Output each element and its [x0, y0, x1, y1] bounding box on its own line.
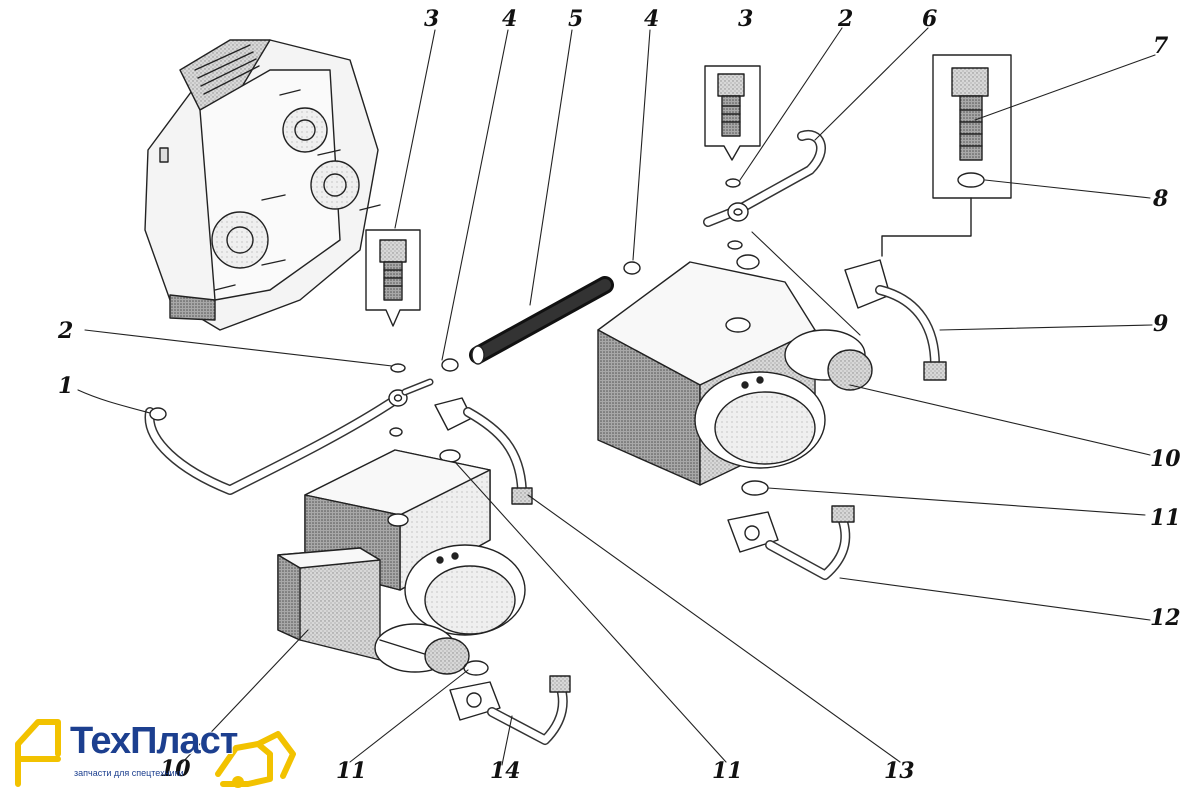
- clamp-right: [623, 261, 641, 275]
- callout-2-right: 2: [838, 6, 854, 32]
- logo-title: ТехПласт: [70, 720, 238, 762]
- pipe-12: [727, 505, 855, 580]
- callout-11-middle: 11: [712, 758, 743, 784]
- techplast-logo: ТехПласт запчасти для спецтехники: [8, 714, 308, 794]
- callout-1: 1: [58, 373, 74, 399]
- leader-lines: [77, 27, 1156, 766]
- callout-3-left: 3: [424, 6, 440, 32]
- callout-11-lower: 11: [336, 758, 367, 784]
- callout-6: 6: [922, 6, 938, 32]
- pipe-left: [144, 378, 434, 495]
- pipe-14: [449, 660, 571, 745]
- callout-13: 13: [884, 758, 915, 784]
- callout-12: 12: [1150, 605, 1181, 631]
- callout-7: 7: [1153, 33, 1169, 59]
- banjo-bolt-right: [704, 65, 761, 161]
- callout-2-left: 2: [58, 318, 74, 344]
- gearbox-housing: [144, 39, 381, 331]
- callout-4-right: 4: [644, 6, 660, 32]
- callout-10-left: 10: [160, 756, 191, 782]
- logo-subtitle: запчасти для спецтехники: [74, 768, 184, 778]
- callout-10-right: 10: [1150, 446, 1181, 472]
- callout-3-right: 3: [738, 6, 754, 32]
- pump-right: [597, 261, 873, 486]
- pipe-6: [703, 129, 826, 227]
- callout-5: 5: [568, 6, 584, 32]
- pump-left: [277, 449, 526, 675]
- callout-9: 9: [1153, 311, 1169, 337]
- washer-2-left: [390, 363, 406, 373]
- callout-4-left: 4: [502, 6, 518, 32]
- callout-8: 8: [1153, 186, 1169, 212]
- callout-11-right: 11: [1150, 505, 1181, 531]
- excavator-logo-icon: [15, 719, 296, 788]
- banjo-bolt-left: [365, 229, 421, 327]
- callout-14: 14: [490, 758, 521, 784]
- bolt-7-frame: [881, 54, 1012, 257]
- hose: [469, 276, 614, 365]
- elbow-fitting-13: [434, 397, 533, 505]
- elbow-fitting-9: [844, 259, 947, 381]
